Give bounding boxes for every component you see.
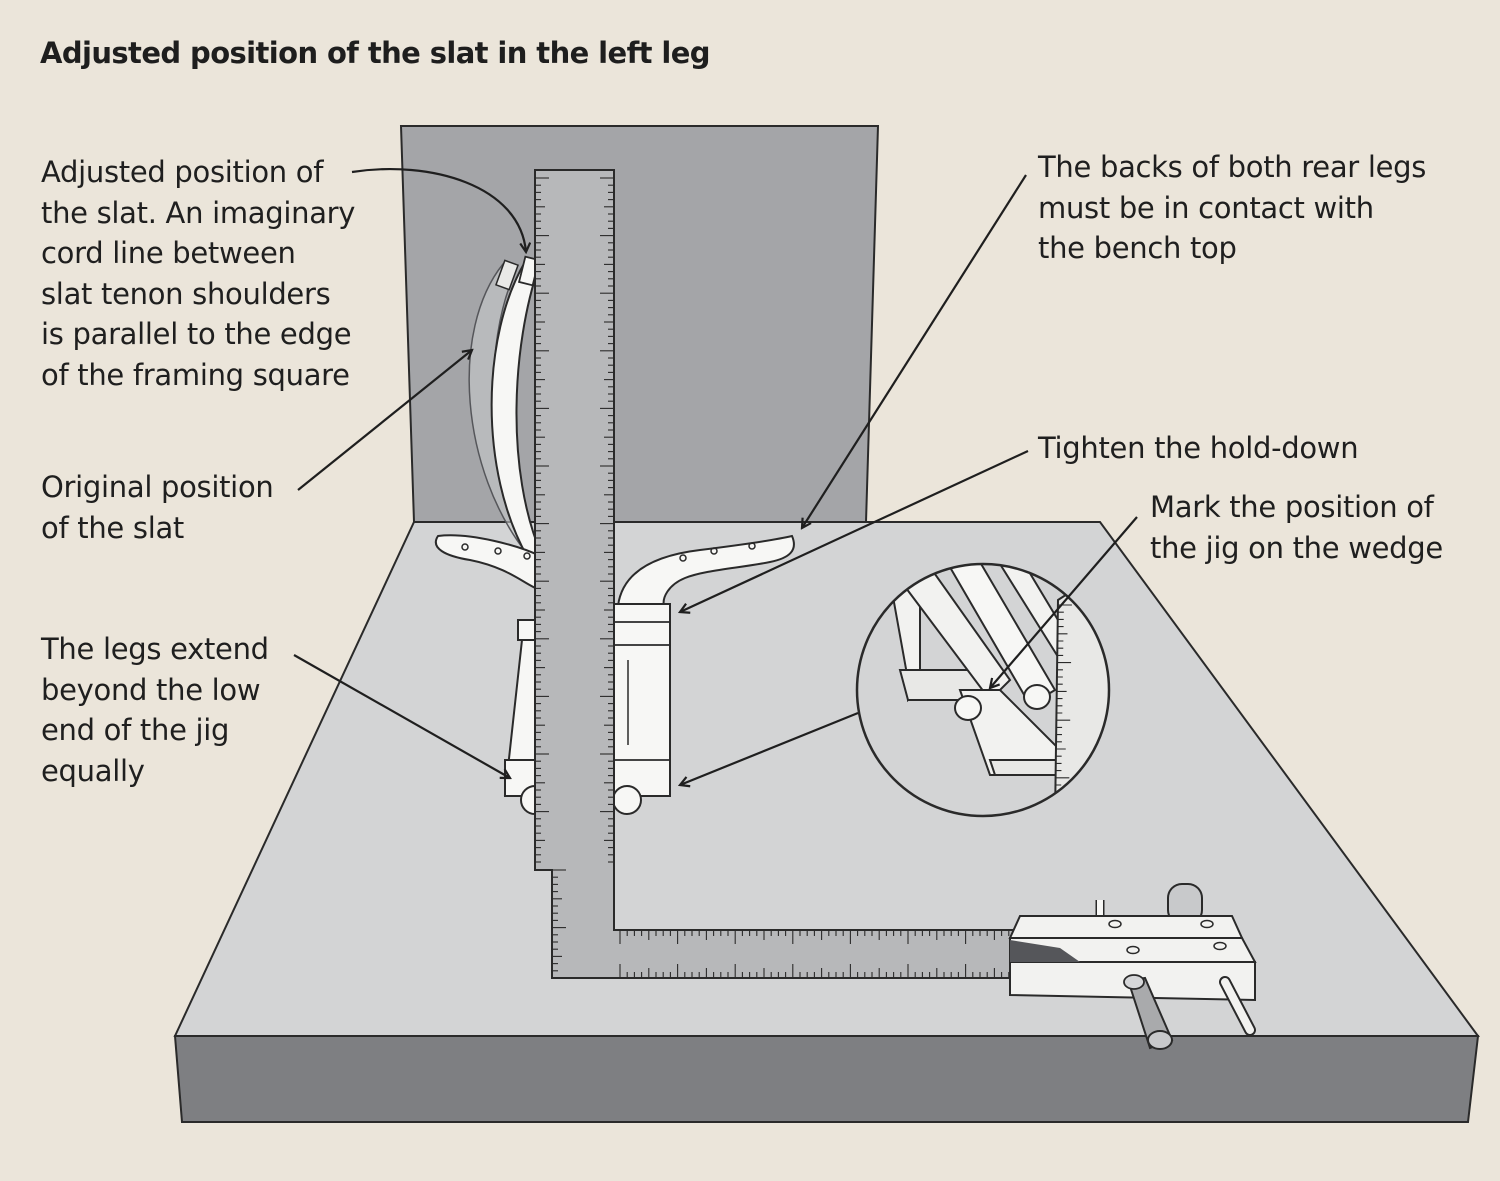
label-adjusted-position: Adjusted position of the slat. An imagin… bbox=[41, 152, 355, 395]
label-line: beyond the low bbox=[41, 672, 261, 707]
leader-backs bbox=[802, 174, 1027, 528]
framing-square-ticks bbox=[535, 177, 1010, 978]
bench-top bbox=[173, 521, 1480, 1037]
label-line: is parallel to the edge bbox=[41, 317, 352, 351]
label-line: The legs extend bbox=[41, 632, 269, 666]
label-line: of the framing square bbox=[41, 357, 350, 392]
label-tighten-hold-down: Tighten the hold-down bbox=[1038, 428, 1359, 469]
leader-mark bbox=[990, 516, 1138, 688]
label-line: Tighten the hold-down bbox=[1038, 431, 1359, 465]
right-leg-end bbox=[612, 785, 642, 815]
label-line: of the slat bbox=[41, 510, 184, 545]
label-line: must be in contact with bbox=[1038, 190, 1374, 225]
label-line: Original position bbox=[41, 470, 274, 504]
right-rear-rail bbox=[616, 534, 795, 607]
label-legs-extend: The legs extend beyond the low end of th… bbox=[41, 629, 269, 791]
bench-front-face bbox=[173, 1035, 1480, 1123]
leader-holddown bbox=[680, 450, 1029, 612]
label-line: the slat. An imaginary bbox=[41, 195, 356, 230]
diagram-title: Adjusted position of the slat in the lef… bbox=[40, 36, 711, 70]
label-mark-position: Mark the position of the jig on the wedg… bbox=[1150, 487, 1443, 568]
label-line: slat tenon shoulders bbox=[41, 276, 331, 311]
label-line: equally bbox=[41, 753, 145, 788]
leader-inset bbox=[680, 711, 859, 785]
leader-original bbox=[297, 350, 472, 491]
label-backs-of-rear-legs: The backs of both rear legs must be in c… bbox=[1038, 147, 1426, 269]
hold-down-clamp bbox=[1008, 883, 1257, 1050]
label-line: The backs of both rear legs bbox=[1038, 150, 1427, 184]
label-original-position: Original position of the slat bbox=[41, 467, 274, 548]
label-line: the bench top bbox=[1038, 231, 1237, 265]
leader-adjusted bbox=[351, 168, 526, 252]
label-line: Mark the position of bbox=[1150, 490, 1434, 524]
label-line: Adjusted position of bbox=[41, 155, 324, 189]
label-line: cord line between bbox=[41, 236, 296, 270]
slat-tenon-original bbox=[495, 259, 519, 291]
leader-lines bbox=[293, 168, 1138, 785]
right-jig-leg bbox=[613, 603, 671, 797]
label-line: end of the jig bbox=[41, 713, 230, 747]
label-line: the jig on the wedge bbox=[1150, 530, 1443, 565]
leader-legs-extend bbox=[293, 654, 510, 778]
